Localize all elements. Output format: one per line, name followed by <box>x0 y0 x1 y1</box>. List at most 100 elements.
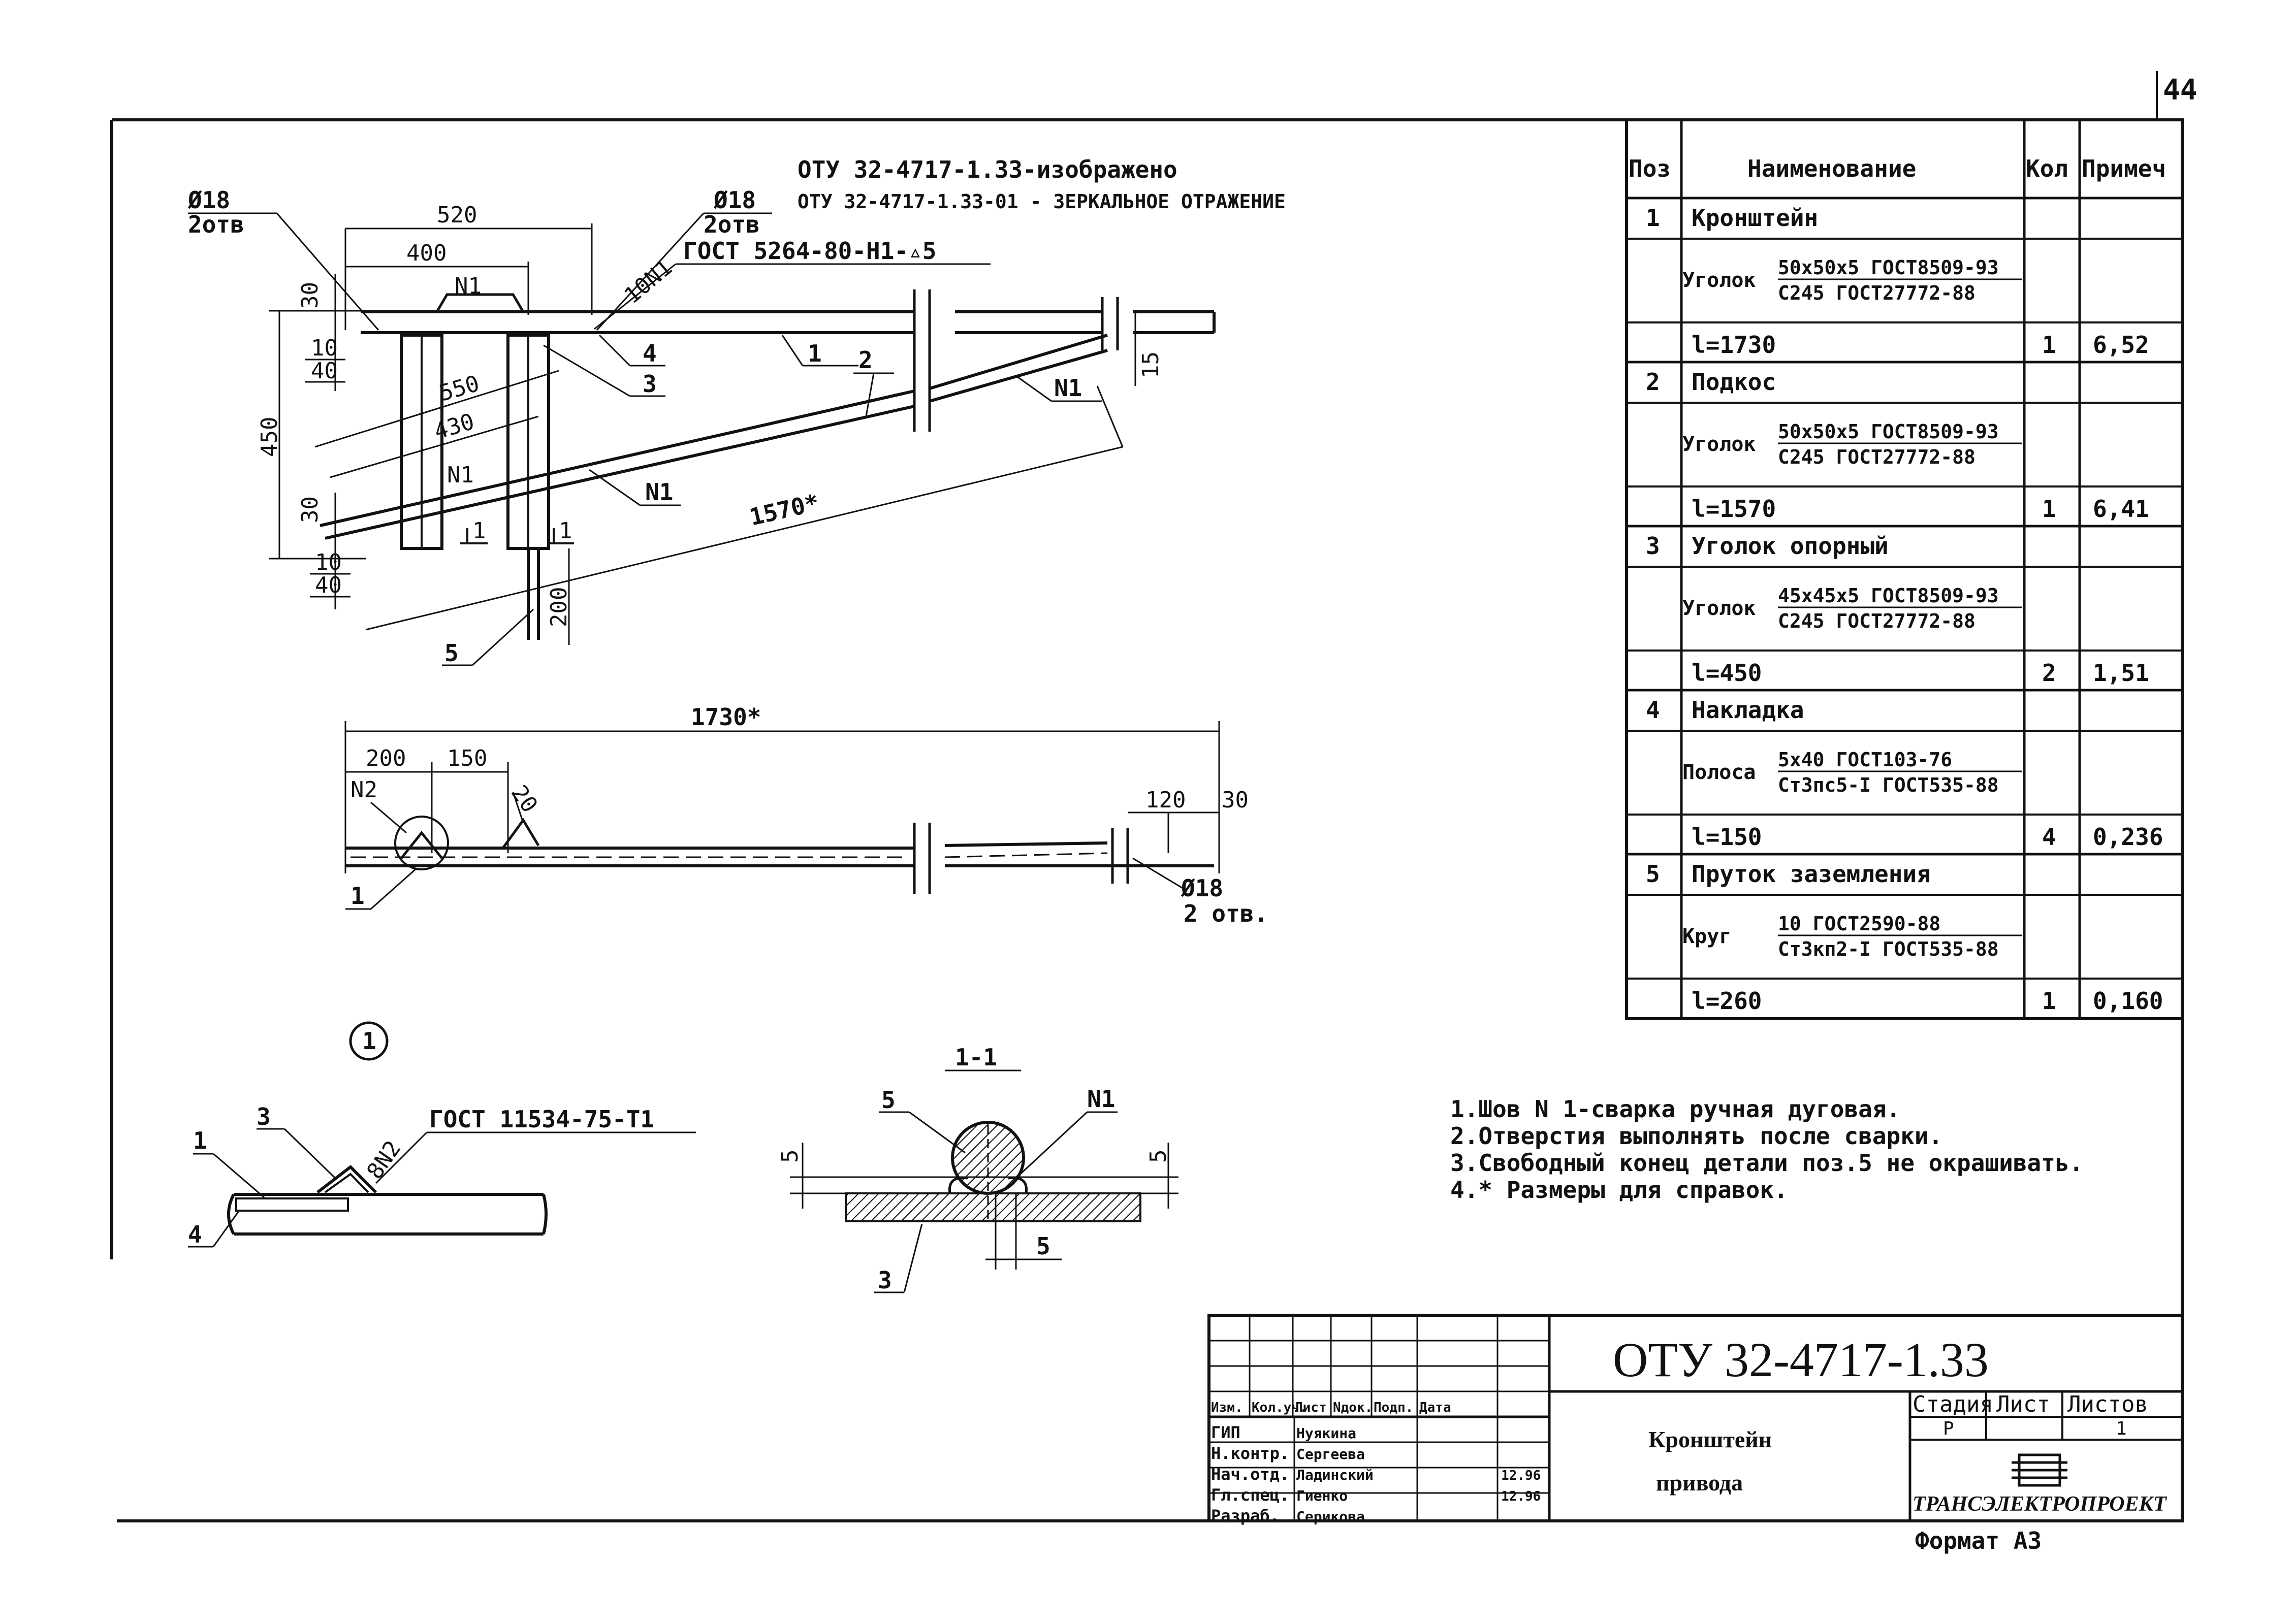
spec-qty: 1 <box>2042 331 2056 359</box>
spec-pos: 5 <box>1646 860 1660 888</box>
dim-520: 520 <box>437 202 477 228</box>
spec-name: Уголок опорный <box>1692 532 1889 560</box>
section-1-1: 1-1 5 N1 5 5 5 3 <box>777 1044 1178 1294</box>
note-1: 1.Шов N 1-сварка ручная дуговая. <box>1450 1095 1900 1123</box>
title-date: 12.96 <box>1501 1489 1541 1504</box>
spec-profile: 45x45x5 ГОСТ8509-93 <box>1778 584 1999 607</box>
section-mark-right: 1 <box>559 518 572 544</box>
main-callout-1: 1 <box>808 340 822 367</box>
spec-profile: 10 ГОСТ2590-88 <box>1778 913 1940 935</box>
spec-length: l=450 <box>1692 659 1762 687</box>
spec-qty: 1 <box>2042 495 2056 523</box>
weld-n1-diag: N1 <box>645 478 673 506</box>
dim-10-bottom: 10 <box>315 549 342 575</box>
spec-material-prefix: Уголок <box>1682 269 1756 292</box>
spec-qty: 2 <box>2042 659 2056 687</box>
spec-note: 6,41 <box>2093 495 2149 523</box>
section-mark-left: 1 <box>472 518 486 544</box>
title-line1: Кронштейн <box>1648 1426 1772 1452</box>
detail-1-marker: 1 <box>362 1027 376 1055</box>
spec-steel: Ст3пс5-I ГОСТ535-88 <box>1778 774 1999 796</box>
title-col-header: Изм. <box>1211 1400 1243 1415</box>
title-col-header: Кол.уч. <box>1252 1400 1308 1415</box>
title-role: Нач.отд. <box>1211 1465 1289 1484</box>
title-role: Разраб. <box>1211 1506 1280 1525</box>
detail-1: 1 3 1 4 8N2 ГОСТ 11534-75-Т1 <box>188 1021 696 1248</box>
sheet-label: Лист <box>1996 1391 2050 1417</box>
spec-material-prefix: Уголок <box>1682 433 1756 456</box>
spec-note: 0,160 <box>2093 987 2163 1015</box>
title-person: Гиенко <box>1296 1487 1348 1504</box>
title-col-header: Дата <box>1419 1400 1451 1415</box>
title-role: Н.контр. <box>1211 1444 1289 1463</box>
spec-pos: 4 <box>1646 696 1660 724</box>
spec-pos: 2 <box>1646 368 1660 396</box>
org-name: ТРАНСЭЛЕКТРОПРОЕКТ <box>1913 1492 2168 1516</box>
spec-pos: 1 <box>1646 204 1660 232</box>
stage-label: Стадия <box>1913 1391 1993 1417</box>
document-header: ОТУ 32-4717-1.33-изображено ОТУ 32-4717-… <box>798 156 1286 213</box>
spec-length: l=260 <box>1692 987 1762 1015</box>
dim-1570: 1570* <box>747 489 821 531</box>
section-dim-5-right: 5 <box>1145 1150 1171 1163</box>
stage-value: Р <box>1943 1418 1954 1439</box>
weld-n1-top: N1 <box>455 273 482 299</box>
spec-name: Кронштейн <box>1692 204 1818 232</box>
spec-material-prefix: Уголок <box>1682 597 1756 620</box>
spec-length: l=150 <box>1692 823 1762 851</box>
title-col-header: Лист <box>1295 1400 1327 1415</box>
hole-left-label: Ø18 <box>187 186 230 214</box>
detail-callout-3: 3 <box>257 1103 271 1130</box>
section-title: 1-1 <box>955 1044 997 1071</box>
spec-steel: С245 ГОСТ27772-88 <box>1778 282 1976 304</box>
sheets-value: 1 <box>2116 1418 2127 1439</box>
title-col-header: Подп. <box>1374 1400 1413 1415</box>
plan-weld-n2: N2 <box>351 777 377 803</box>
note-4: 4.* Размеры для справок. <box>1450 1176 1788 1204</box>
dim-430: 430 <box>431 409 477 445</box>
hole-right-label: Ø18 <box>713 186 756 214</box>
dim-200: 200 <box>546 587 572 627</box>
spec-profile: 50x50x5 ГОСТ8509-93 <box>1778 420 1999 443</box>
spec-length: l=1570 <box>1692 495 1776 523</box>
section-dim-5-left: 5 <box>777 1150 803 1163</box>
spec-header-pos: Поз <box>1629 155 1671 182</box>
plan-holes-count: 2 отв. <box>1184 900 1268 927</box>
main-callout-2: 2 <box>858 346 873 374</box>
section-callout-5: 5 <box>881 1086 896 1114</box>
spec-steel: С245 ГОСТ27772-88 <box>1778 610 1976 632</box>
detail-gost: ГОСТ 11534-75-Т1 <box>429 1106 654 1133</box>
detail-callout-4: 4 <box>188 1221 202 1248</box>
spec-steel: Ст3кп2-I ГОСТ535-88 <box>1778 938 1999 960</box>
spec-profile: 50x50x5 ГОСТ8509-93 <box>1778 256 1999 279</box>
spec-header-name: Наименование <box>1747 155 1916 182</box>
plan-dim-1730: 1730* <box>691 703 761 731</box>
spec-length: l=1730 <box>1692 331 1776 359</box>
title-person: Ладинский <box>1296 1467 1374 1483</box>
notes: 1.Шов N 1-сварка ручная дуговая. 2.Отвер… <box>1450 1095 2083 1204</box>
spec-profile: 5x40 ГОСТ103-76 <box>1778 749 1952 771</box>
plan-dim-30: 30 <box>1222 787 1249 813</box>
spec-material-prefix: Круг <box>1682 925 1731 948</box>
spec-header-qty: Кол <box>2026 155 2068 182</box>
main-callout-4: 4 <box>643 340 657 367</box>
spec-name: Подкос <box>1692 368 1776 396</box>
spec-header-note: Примеч <box>2082 155 2166 182</box>
title-role: ГИП <box>1211 1423 1240 1442</box>
plan-view: 1730* 200 150 N2 20 120 30 Ø18 2 отв. 1 <box>344 703 1268 927</box>
dim-40-top: 40 <box>311 358 338 384</box>
detail-callout-1: 1 <box>193 1127 207 1154</box>
plan-dim-200: 200 <box>366 745 406 771</box>
weld-n1-mid: N1 <box>447 462 474 488</box>
sheets-label: Листов <box>2067 1391 2148 1417</box>
spec-note: 6,52 <box>2093 331 2149 359</box>
note-2: 2.Отверстия выполнять после сварки. <box>1450 1122 1942 1150</box>
weld-n1-right: N1 <box>1054 374 1082 402</box>
plan-dim-120: 120 <box>1145 787 1186 813</box>
dim-40-bottom: 40 <box>315 572 342 598</box>
dim-30-bottom: 30 <box>297 496 323 523</box>
plan-weld-20: 20 <box>506 781 543 818</box>
